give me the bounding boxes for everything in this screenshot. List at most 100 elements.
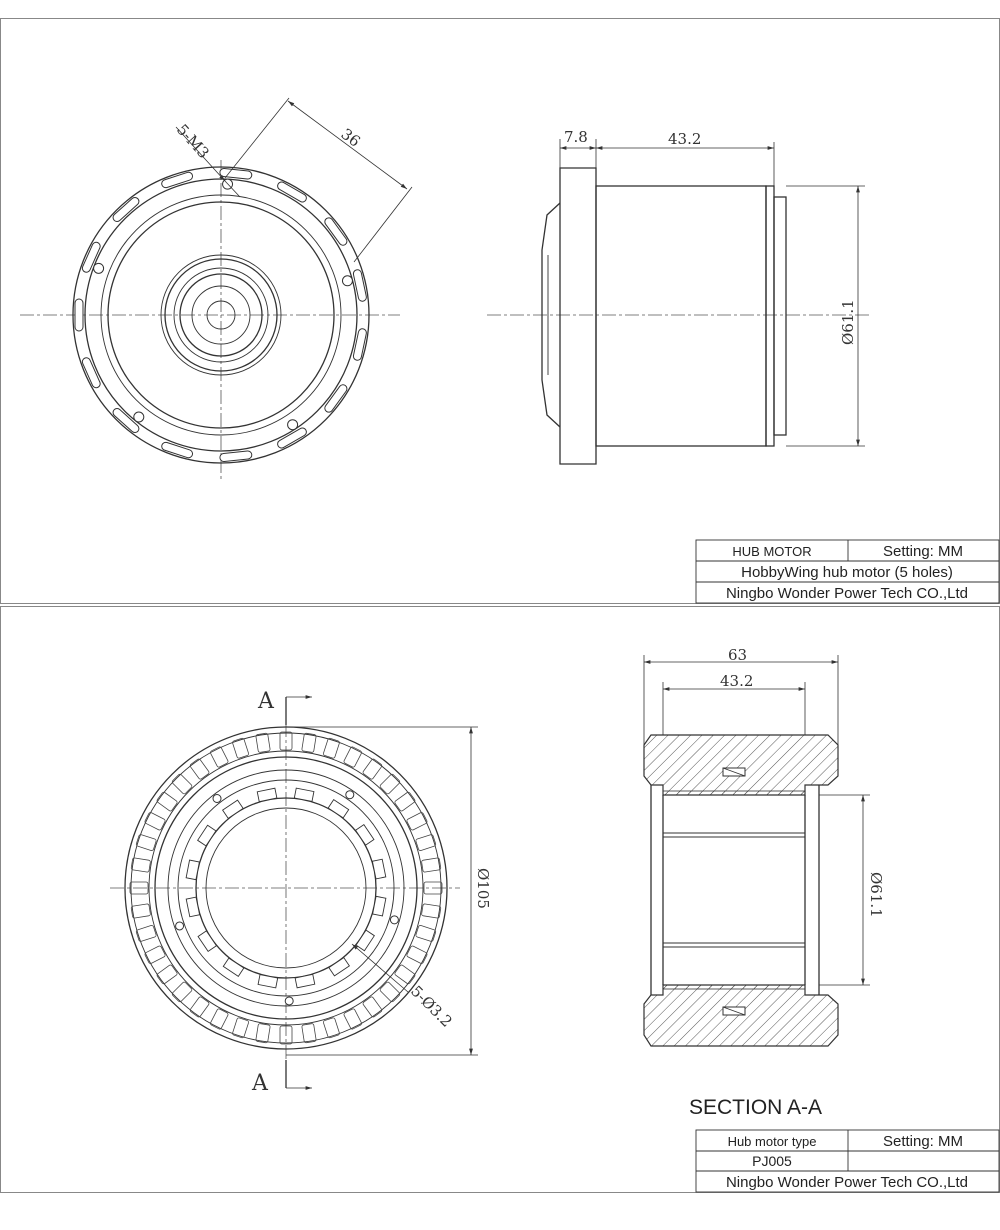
title-block-2: Hub motor type Setting: MM PJ005 Ningbo … [695, 1129, 1000, 1193]
tread-block [156, 791, 178, 812]
tread-block [144, 812, 166, 831]
panel-1: 5-M3 36 7.8 43.2 [0, 18, 1000, 604]
stator-notch [328, 956, 351, 977]
tread-block [210, 1008, 229, 1030]
tread-block [421, 857, 442, 873]
motor-slot [81, 241, 101, 273]
mounting-hole [133, 411, 145, 423]
stator-notch [197, 824, 217, 847]
stator-notch [327, 799, 350, 819]
stator-notch [293, 787, 315, 802]
stator-notch [197, 930, 218, 953]
tread-block [343, 1008, 362, 1030]
thread-callout-label: 5-M3 [173, 121, 213, 162]
title-block-1-description: HobbyWing hub motor (5 holes) [741, 564, 953, 581]
tread-block [301, 732, 317, 753]
section-rim-top [643, 734, 839, 796]
tread-block [255, 732, 271, 753]
tread-block [323, 737, 340, 759]
stator-notch [185, 896, 201, 918]
inner-width-label: 43.2 [720, 672, 753, 690]
tread-block [323, 1017, 340, 1039]
rim-hole [212, 793, 222, 803]
motor-slot [219, 450, 253, 462]
motor-slot [74, 298, 84, 332]
stator-notch [185, 859, 200, 881]
section-label-bottom: A [251, 1071, 269, 1096]
bolt-circle-dim-label: 36 [338, 125, 364, 151]
tread-block [279, 731, 293, 751]
title-block-1: HUB MOTOR Setting: MM HobbyWing hub moto… [695, 539, 1000, 604]
mounting-hole [287, 419, 299, 431]
tread-block [415, 925, 437, 942]
panel-2-frame [0, 606, 1000, 1193]
tread-block [189, 758, 210, 780]
tread-block [406, 812, 428, 831]
tread-block [394, 964, 416, 985]
front-view-motor [20, 160, 400, 480]
outer-diameter-label: Ø105 [474, 868, 492, 909]
panel-2: A A Ø105 5-Ø3.2 [0, 606, 1000, 1193]
tread-block [144, 945, 166, 964]
title-block-1-type: HUB MOTOR [732, 544, 811, 559]
stator-notch [294, 973, 316, 989]
tread-block [135, 834, 157, 851]
motor-slot [161, 441, 194, 459]
tread-block [379, 773, 401, 795]
section-view: 63 43.2 Ø61.1 SECTION A-A [643, 646, 885, 1119]
title-block-2-company: Ningbo Wonder Power Tech CO.,Ltd [726, 1174, 968, 1191]
mounting-hole [341, 275, 353, 287]
tread-block [156, 964, 178, 985]
section-label-top: A [257, 689, 275, 714]
tread-block [171, 981, 193, 1003]
mounting-hole [93, 262, 105, 274]
overall-width-label: 63 [728, 646, 747, 664]
tread-block [189, 996, 210, 1018]
hole-callout-label: 5-Ø3.2 [407, 982, 456, 1031]
rim-hole [389, 915, 399, 925]
tread-block [406, 945, 428, 964]
tread-block [232, 1017, 249, 1039]
motor-slot [352, 269, 367, 302]
title-block-2-type: Hub motor type [728, 1134, 817, 1149]
rim-hole [345, 790, 355, 800]
stator-notch [222, 957, 245, 977]
tread-block [301, 1023, 317, 1044]
tread-block [421, 903, 442, 919]
tread-block [394, 791, 416, 812]
stator-notch [221, 799, 244, 820]
motor-slot [324, 217, 348, 246]
tread-block [130, 857, 151, 873]
motor-slot [161, 171, 194, 189]
stator-notch [372, 895, 387, 917]
section-title: SECTION A-A [689, 1096, 822, 1119]
stator-notch [355, 929, 375, 952]
stator-notch [354, 823, 375, 846]
tread-block [171, 773, 193, 795]
title-block-2-setting: Setting: MM [883, 1133, 963, 1150]
tread-block [379, 981, 401, 1003]
tread-block [210, 746, 229, 768]
tread-block [232, 737, 249, 759]
tread-block [135, 925, 157, 942]
length-dim-label: 43.2 [668, 130, 701, 148]
side-view-motor: 7.8 43.2 Ø61.1 [487, 128, 870, 465]
motor-slot [277, 427, 307, 449]
stator-notch [256, 787, 278, 803]
tread-block [279, 1025, 293, 1045]
flange-dim-label: 7.8 [564, 128, 588, 146]
tread-block [362, 758, 383, 780]
title-block-1-company: Ningbo Wonder Power Tech CO.,Ltd [726, 585, 968, 602]
stator-notch [371, 858, 387, 880]
motor-slot [81, 357, 101, 389]
tread-block [255, 1023, 271, 1044]
motor-slot [219, 168, 253, 180]
tread-block [423, 881, 443, 895]
motor-slot [324, 384, 348, 413]
rim-hole [284, 996, 294, 1006]
side-diameter-label: Ø61.1 [839, 299, 857, 345]
stator-notch [257, 974, 279, 989]
front-view-wheel: A A Ø105 5-Ø3.2 [110, 689, 492, 1096]
motor-slot [112, 196, 140, 223]
